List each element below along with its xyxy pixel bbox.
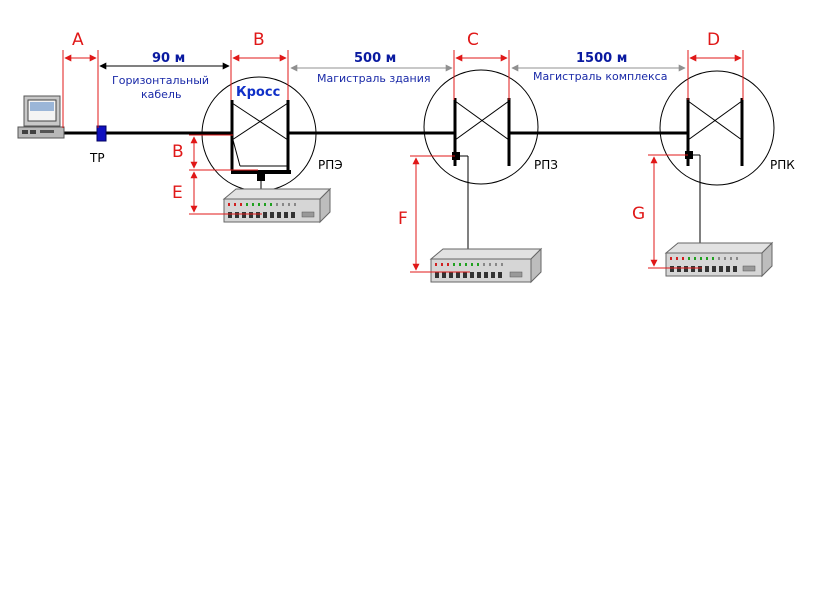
label-d: D bbox=[707, 30, 720, 50]
label-e: E bbox=[172, 183, 183, 203]
switch-icon bbox=[222, 187, 332, 224]
building-backbone-label: Магистраль здания bbox=[317, 72, 431, 85]
dimension-e bbox=[189, 171, 262, 215]
dimension-f bbox=[410, 155, 470, 273]
label-b: B bbox=[253, 30, 265, 50]
building-distance: 500 м bbox=[354, 51, 396, 66]
campus-backbone-label: Магистраль комплекса bbox=[533, 70, 667, 83]
label-c: C bbox=[467, 30, 479, 50]
horizontal-cable-label-line2: кабель bbox=[141, 88, 181, 101]
campus-node-label: РПК bbox=[770, 158, 795, 172]
label-g: G bbox=[632, 204, 645, 224]
label-a: A bbox=[72, 30, 84, 50]
cross-label: Кросс bbox=[236, 85, 280, 100]
telecom-outlet-icon bbox=[96, 125, 107, 142]
dimension-d bbox=[687, 50, 744, 100]
switch-icon bbox=[664, 241, 774, 278]
dimension-b-vertical bbox=[189, 134, 258, 171]
switch-icon bbox=[429, 247, 543, 284]
building-node-label: РПЗ bbox=[534, 158, 558, 172]
tp-label: ТР bbox=[89, 151, 105, 165]
campus-distributor bbox=[659, 70, 775, 270]
label-f: F bbox=[398, 209, 408, 229]
dimension-a bbox=[62, 50, 99, 128]
label-b-vertical: B bbox=[172, 142, 184, 162]
horizontal-cable-label-line1: Горизонтальный bbox=[112, 74, 209, 87]
horizontal-distance: 90 м bbox=[152, 51, 185, 66]
campus-distance: 1500 м bbox=[576, 51, 627, 66]
floor-node-label: РПЭ bbox=[318, 158, 343, 172]
building-distributor bbox=[423, 69, 539, 276]
dimension-g bbox=[648, 154, 702, 269]
dimension-b bbox=[230, 50, 289, 100]
dimension-c bbox=[453, 50, 510, 100]
workstation-icon bbox=[17, 95, 65, 139]
